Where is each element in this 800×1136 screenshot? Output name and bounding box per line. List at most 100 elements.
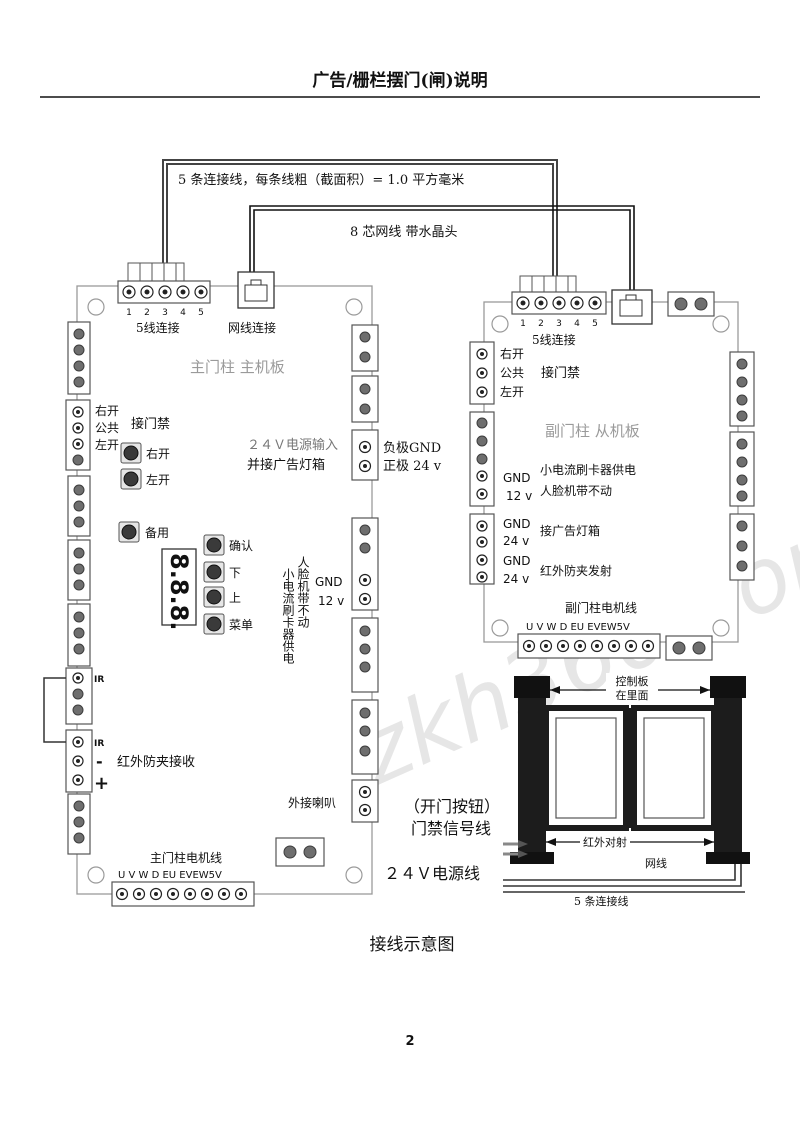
pin-number: 5 — [592, 319, 598, 329]
main-door-left: 左开 — [95, 437, 119, 452]
slave-24v-b: 24 v — [503, 572, 529, 586]
ir-beam-label: 红外对射 — [583, 835, 627, 849]
ir-label: IR — [94, 675, 104, 685]
access-signal-label: 门禁信号线 — [411, 819, 491, 838]
small-current-vertical: 小电流刷卡器供电 — [281, 568, 295, 664]
ctrl-board-label: 控制板 — [616, 674, 649, 688]
main-left-terminals — [43, 321, 93, 855]
main-right-terminals — [351, 324, 379, 823]
btn-menu-label: 菜单 — [229, 618, 253, 632]
pin-number: 4 — [180, 308, 186, 318]
neg-gnd-label: 负极GND — [383, 441, 441, 456]
main-door-label: 接门禁 — [131, 416, 170, 432]
main-conn5-label: 5线连接 — [136, 320, 180, 335]
mount-hole — [345, 298, 363, 316]
pin-number: 1 — [520, 319, 526, 329]
gate-cable5-label: 5 条连接线 — [574, 894, 629, 908]
mount-hole — [345, 866, 363, 884]
pin-number: 3 — [162, 308, 168, 318]
slave-face: 人脸机带不动 — [540, 484, 612, 498]
slave-motor-connector — [517, 633, 661, 659]
ctrl-label-bg — [606, 673, 658, 703]
mount-hole — [87, 298, 105, 316]
ir-receive-label: 红外防夹接收 — [117, 754, 195, 770]
ir-label: IR — [94, 739, 104, 749]
slave-24v-a: 24 v — [503, 534, 529, 548]
mount-hole — [491, 315, 509, 333]
main-board-title: 主门柱 主机板 — [190, 358, 285, 376]
pin-number: 3 — [556, 319, 562, 329]
pin-number: 1 — [126, 308, 132, 318]
main-net-label: 网线连接 — [228, 320, 276, 335]
pin-number: 2 — [144, 308, 150, 318]
slave-door-label: 接门禁 — [541, 365, 580, 381]
btn-confirm-label: 确认 — [229, 539, 253, 553]
slave-motor-pins: U V W D EU EVEW5V — [526, 622, 630, 633]
main-motor-label: 主门柱电机线 — [150, 850, 222, 865]
slave-gnd1: GND — [503, 471, 531, 485]
slave-board: 副门柱 从机板 — [483, 301, 739, 643]
ctrl-board-inside: 在里面 — [616, 689, 649, 702]
main-buttons — [118, 442, 225, 635]
main-motor-pins: U V W D EU EVEW5V — [118, 870, 222, 881]
cable-8-network — [249, 205, 635, 292]
slave-gnd2: GND — [503, 517, 531, 531]
slave-small-card: 小电流刷卡器供电 — [540, 463, 636, 477]
gate-illustration — [503, 676, 750, 893]
page-number: 2 — [405, 1034, 414, 1049]
main-door-right: 右开 — [95, 403, 119, 418]
slave-conn5-label: 5线连接 — [532, 332, 576, 347]
slave-left-terminals — [469, 341, 495, 585]
mount-hole — [712, 619, 730, 637]
cable-8-label: 8 芯网线 带水晶头 — [350, 225, 458, 240]
btn-up-label: 上 — [229, 591, 241, 605]
btn-spare-label: 备用 — [145, 526, 169, 540]
pin-number: 2 — [538, 319, 544, 329]
slave-bottom-2pin — [665, 635, 713, 661]
ir-label-bg — [580, 834, 630, 850]
power-ad-label: 并接广告灯箱 — [247, 457, 325, 473]
plus-sign: + — [94, 773, 109, 794]
main-5pin-connector — [117, 262, 211, 304]
gnd-label: GND — [315, 575, 343, 589]
btn-down-label: 下 — [229, 566, 241, 580]
slave-network-jack — [611, 289, 653, 325]
display-value: 8.8.8. — [165, 553, 193, 630]
btn-left-label: 左开 — [146, 472, 170, 487]
cable-5-label: 5 条连接线，每条线粗（截面积）= 1.0 平方毫米 — [178, 172, 464, 188]
slave-door-left: 左开 — [500, 384, 524, 399]
slave-top-2pin — [667, 291, 715, 317]
pin-number: 5 — [198, 308, 204, 318]
slave-right-terminals — [729, 351, 755, 581]
cable-5-wire — [162, 159, 558, 283]
main-door-common: 公共 — [95, 421, 119, 435]
speaker-label: 外接喇叭 — [288, 795, 336, 810]
ir-loop-wire — [43, 677, 66, 743]
slave-door-right: 右开 — [500, 346, 524, 361]
net-cable-label: 网线 — [645, 856, 667, 870]
v12-label: 12 v — [318, 594, 344, 608]
main-network-jack — [237, 271, 275, 309]
slave-door-common: 公共 — [500, 366, 524, 380]
slave-ad-box: 接广告灯箱 — [540, 523, 600, 538]
power-input-label: ２４Ｖ电源输入 — [247, 437, 338, 453]
slave-12v: 12 v — [506, 489, 532, 503]
main-motor-connector — [111, 881, 255, 907]
slave-motor-label: 副门柱电机线 — [565, 600, 637, 615]
page-title: 广告/栅栏摆门(闸)说明 — [312, 70, 487, 91]
pin-number: 4 — [574, 319, 580, 329]
power-cable-label: ２４Ｖ电源线 — [384, 864, 480, 883]
slave-gnd3: GND — [503, 554, 531, 568]
face-machine-vertical: 人脸机带不动 — [296, 556, 310, 628]
slave-ir-emit: 红外防夹发射 — [540, 563, 612, 578]
pos-24v-label: 正极 24 v — [383, 459, 442, 474]
mount-hole — [712, 315, 730, 333]
mount-hole — [87, 866, 105, 884]
open-button-label: （开门按钮） — [404, 797, 500, 816]
mount-hole — [491, 619, 509, 637]
seven-segment-display: 8.8.8. — [161, 548, 197, 630]
slave-5pin-connector — [511, 275, 607, 315]
btn-right-label: 右开 — [146, 446, 170, 461]
main-small-connector — [275, 837, 325, 867]
